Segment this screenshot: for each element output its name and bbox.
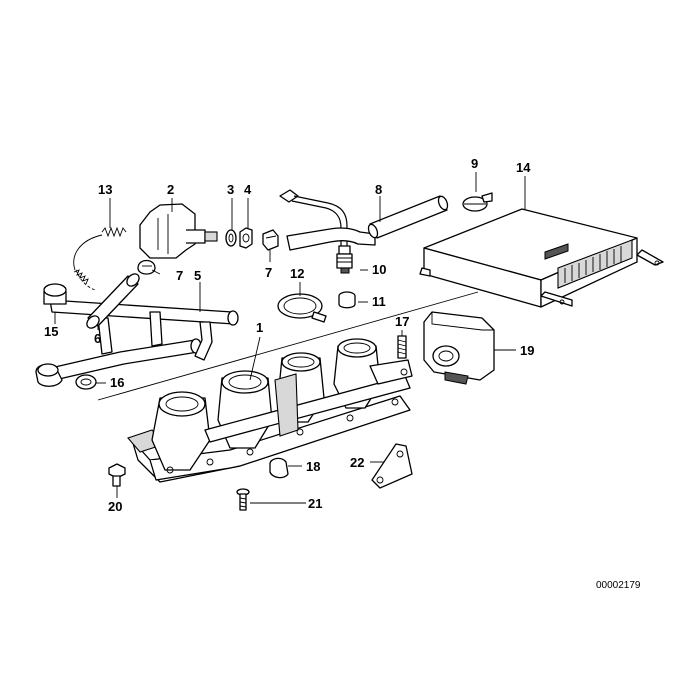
assembly-divider-line bbox=[97, 291, 479, 401]
leader-lines bbox=[54, 172, 526, 504]
callout-6: 6 bbox=[94, 331, 101, 346]
part-14-control-unit bbox=[419, 208, 664, 308]
callout-14: 14 bbox=[516, 160, 531, 175]
callout-19: 19 bbox=[520, 343, 534, 358]
callout-13: 13 bbox=[98, 182, 112, 197]
callout-8: 8 bbox=[375, 182, 382, 197]
part-2-pressure-regulator bbox=[139, 203, 218, 259]
part-3-washer bbox=[225, 229, 237, 247]
part-18-cap bbox=[269, 457, 289, 479]
callout-21: 21 bbox=[308, 496, 322, 511]
callout-7-right: 7 bbox=[265, 265, 272, 280]
diagram-reference-number: 00002179 bbox=[596, 580, 641, 591]
callout-22: 22 bbox=[350, 455, 364, 470]
part-6-tube bbox=[86, 273, 140, 329]
part-8-hose bbox=[286, 195, 449, 251]
callout-3: 3 bbox=[227, 182, 234, 197]
part-9-hose-clamp bbox=[462, 192, 493, 212]
callout-16: 16 bbox=[110, 375, 124, 390]
part-5-tube-assembly bbox=[41, 283, 239, 383]
callout-17: 17 bbox=[395, 314, 409, 329]
part-11-seal bbox=[338, 291, 356, 309]
callout-1: 1 bbox=[256, 320, 263, 335]
part-4-nut bbox=[239, 227, 253, 249]
callout-11: 11 bbox=[372, 294, 386, 309]
callout-7-left: 7 bbox=[176, 268, 183, 283]
callout-10: 10 bbox=[372, 262, 386, 277]
callout-9: 9 bbox=[471, 156, 478, 171]
part-1-throttle-body bbox=[127, 338, 413, 483]
part-20-bolt bbox=[108, 463, 126, 487]
part-22-bracket bbox=[371, 443, 413, 489]
callout-labels: 1 2 3 4 5 6 7 7 8 9 10 11 12 13 14 15 16… bbox=[44, 156, 534, 514]
part-15-connector bbox=[35, 363, 63, 387]
part-12-hose-clamp bbox=[277, 293, 327, 323]
callout-5: 5 bbox=[194, 268, 201, 283]
callout-20: 20 bbox=[108, 499, 122, 514]
part-13-spring-hose bbox=[73, 226, 127, 291]
part-21-screw bbox=[236, 488, 250, 511]
part-19-sensor bbox=[423, 311, 495, 385]
part-7-clamp-left bbox=[137, 259, 156, 275]
callout-2: 2 bbox=[167, 182, 174, 197]
callout-12: 12 bbox=[290, 266, 304, 281]
part-16-clamp bbox=[75, 374, 97, 390]
part-17-screw bbox=[397, 335, 407, 359]
callout-18: 18 bbox=[306, 459, 320, 474]
part-10-sensor-tube bbox=[279, 189, 353, 274]
part-7-clamp-right bbox=[262, 229, 279, 251]
callout-4: 4 bbox=[244, 182, 252, 197]
callout-15: 15 bbox=[44, 324, 58, 339]
